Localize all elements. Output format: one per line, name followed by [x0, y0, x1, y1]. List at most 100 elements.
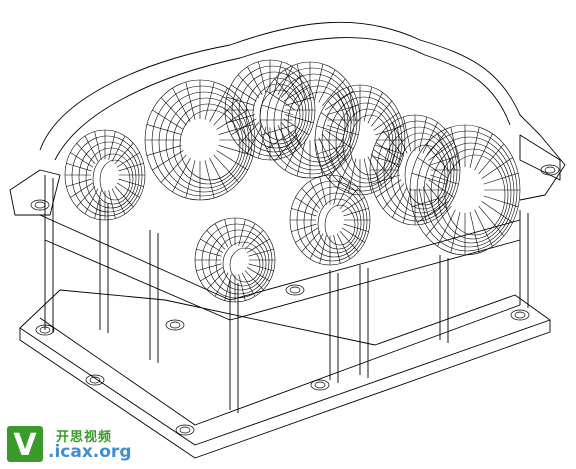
gear-1-tooth-2 [216, 150, 248, 171]
gear-0-tooth-4 [111, 188, 126, 215]
gear-6-tooth-9 [382, 183, 405, 210]
gear-3-ring-2 [273, 73, 355, 171]
bolt-hole-3 [510, 309, 530, 321]
gear-8-tooth-16 [309, 180, 324, 207]
watermark-chinese-text: 开思视频 [56, 430, 113, 445]
gear-1-tooth-4 [209, 158, 228, 193]
gear-0-tooth-23 [118, 163, 144, 172]
gear-4-tooth-19 [238, 219, 246, 246]
gear-5-tooth-21 [370, 100, 393, 127]
gear-0-tooth-21 [114, 142, 134, 165]
gear-5-tooth-5 [363, 158, 372, 194]
gear-1-tooth-11 [146, 145, 182, 156]
gear-7-tooth-2 [481, 201, 513, 223]
gear-3-tooth-5 [314, 139, 324, 177]
watermark: V 开思视频 .icax.org [6, 425, 136, 465]
bolt-hole-2 [310, 379, 330, 391]
right-flange [519, 134, 561, 181]
logo-letter: V [13, 428, 37, 463]
gear-2-tooth-16 [247, 66, 263, 95]
gear-6-ring-4 [397, 138, 449, 210]
gear-4-tooth-4 [241, 272, 256, 297]
housing-cover-outline [39, 21, 566, 201]
gear-3-tooth-11 [261, 124, 294, 136]
gear-1-tooth-7 [185, 160, 196, 199]
gear-6-tooth-14 [375, 142, 402, 161]
gear-5-tooth-19 [363, 86, 372, 122]
bolt-hole-0 [35, 324, 55, 336]
gear-8-ring-4 [317, 198, 359, 250]
gear-4-ring-5 [229, 247, 261, 283]
gear-7-tooth-5 [469, 211, 480, 253]
housing-cover-inner [54, 37, 511, 161]
gear-8-tooth-21 [339, 187, 359, 210]
gear-4-tooth-9 [206, 270, 226, 290]
bolt-hole-6 [285, 284, 305, 296]
gear-0-ring-1 [71, 135, 143, 217]
gear-2-ring-3 [245, 77, 307, 149]
logo-icon: V [7, 426, 43, 463]
gear-0-tooth-11 [66, 178, 92, 187]
gear-1-tooth-9 [160, 154, 187, 183]
gear-5-tooth-22 [373, 112, 400, 131]
gear-0-tooth-1 [118, 178, 144, 187]
gear-4-tooth-14 [200, 238, 224, 253]
gear-3-tooth-20 [318, 69, 336, 103]
gear-7-ring-4 [437, 148, 509, 240]
gear-2-tooth-15 [237, 74, 260, 98]
gear-6-tooth-15 [382, 130, 405, 157]
gear-6-tooth-19 [418, 116, 427, 152]
gear-4-tooth-22 [246, 238, 270, 253]
gear-3-tooth-1 [326, 124, 359, 136]
gear-5-tooth-23 [375, 125, 404, 136]
bolt-hole-1 [175, 424, 195, 436]
watermark-url-text: .icax.org [48, 442, 132, 462]
gear-4-tooth-8 [214, 272, 229, 297]
bolt-hole-inner-0 [39, 326, 51, 334]
gear-8-tooth-19 [333, 176, 341, 205]
gear-8-ring-5 [324, 204, 356, 246]
gear-8-tooth-10 [295, 227, 319, 243]
gear-3-tooth-9 [274, 134, 298, 162]
gear-7-tooth-23 [483, 172, 519, 185]
gear-3-tooth-8 [284, 137, 302, 171]
gear-2-tooth-20 [277, 66, 293, 95]
gear-1-tooth-3 [213, 154, 240, 183]
gear-0-tooth-7 [94, 190, 102, 219]
gear-4-tooth-1 [248, 263, 274, 272]
bolt-hole-inner-1 [179, 426, 191, 434]
gear-8-tooth-23 [343, 208, 369, 217]
gear-2-ring-2 [238, 71, 310, 153]
gear-7-tooth-9 [425, 205, 452, 237]
gear-3-tooth-13 [261, 104, 294, 116]
gear-4-ring-4 [222, 241, 264, 287]
gear-7-tooth-21 [478, 143, 505, 175]
gear-3-tooth-10 [266, 129, 296, 150]
gear-8-tooth-15 [301, 187, 321, 210]
gear-0-ring-3 [85, 147, 137, 209]
gear-3-ring-4 [287, 85, 349, 163]
gear-1-tooth-20 [209, 87, 228, 122]
gear-6-tooth-1 [430, 174, 459, 185]
bolt-hole-7 [30, 199, 50, 211]
gear-4-tooth-16 [214, 223, 229, 248]
gear-5-ring-2 [328, 96, 400, 188]
gear-4-tooth-3 [244, 270, 264, 290]
gear-5-tooth-11 [316, 144, 345, 155]
gear-3-tooth-4 [318, 137, 336, 171]
gear-1-ring-2 [158, 91, 250, 193]
gear-2-tooth-21 [280, 74, 303, 98]
gear-0-tooth-8 [84, 188, 99, 215]
gear-1-tooth-23 [218, 124, 254, 135]
gear-1-ring-3 [165, 97, 247, 189]
base-plate-top [19, 289, 551, 446]
gear-4-tooth-5 [238, 274, 246, 301]
gear-4-tooth-11 [196, 263, 222, 272]
gear-6-tooth-13 [371, 155, 400, 166]
gear-3-tooth-19 [314, 63, 324, 101]
gear-2-tooth-17 [258, 61, 267, 94]
gear-7-tooth-4 [474, 209, 493, 247]
gear-6-tooth-17 [403, 116, 412, 152]
gear-1-tooth-22 [216, 109, 248, 130]
gear-3-tooth-3 [322, 134, 346, 162]
